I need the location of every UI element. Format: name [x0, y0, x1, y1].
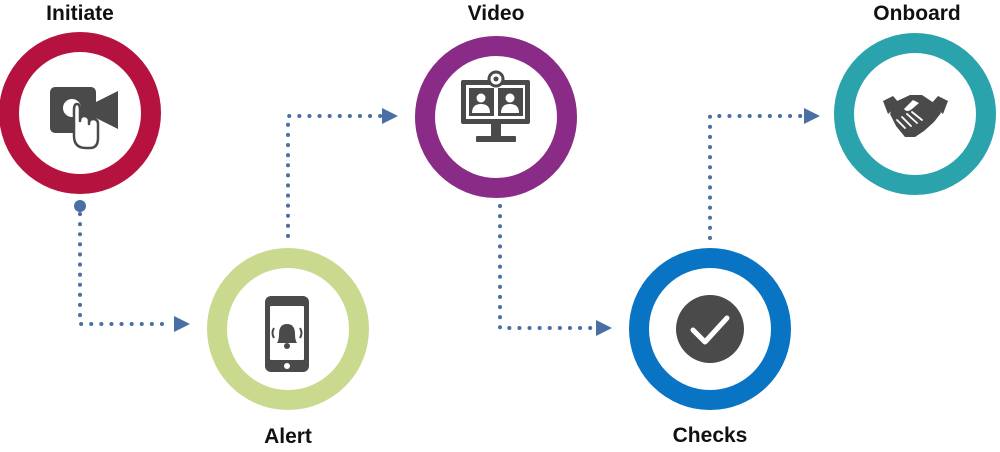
phone-bell-icon [265, 296, 309, 372]
checkmark-icon [676, 295, 744, 363]
connector-path [498, 204, 596, 330]
connector-arrow-icon [804, 108, 820, 124]
connector-alert-to-video [286, 108, 398, 238]
step-label-onboard: Onboard [873, 2, 961, 25]
connector-checks-to-onboard [708, 108, 820, 240]
connector-path [708, 114, 804, 240]
connector-arrow-icon [382, 108, 398, 124]
step-label-video: Video [467, 2, 525, 25]
connector-video-to-checks [498, 204, 612, 336]
connector-arrow-icon [596, 320, 612, 336]
step-label-alert: Alert [264, 425, 312, 448]
step-label-checks: Checks [672, 424, 748, 447]
connector-start-dot [74, 200, 86, 212]
connector-initiate-to-alert [74, 200, 190, 332]
connectors [74, 108, 820, 336]
video-conference-icon [461, 70, 530, 142]
connector-path [286, 114, 384, 238]
step-label-initiate: Initiate [46, 2, 114, 25]
video-camera-tap-icon [50, 87, 118, 150]
connector-arrow-icon [174, 316, 190, 332]
handshake-icon [883, 95, 948, 137]
connector-path [78, 212, 174, 326]
